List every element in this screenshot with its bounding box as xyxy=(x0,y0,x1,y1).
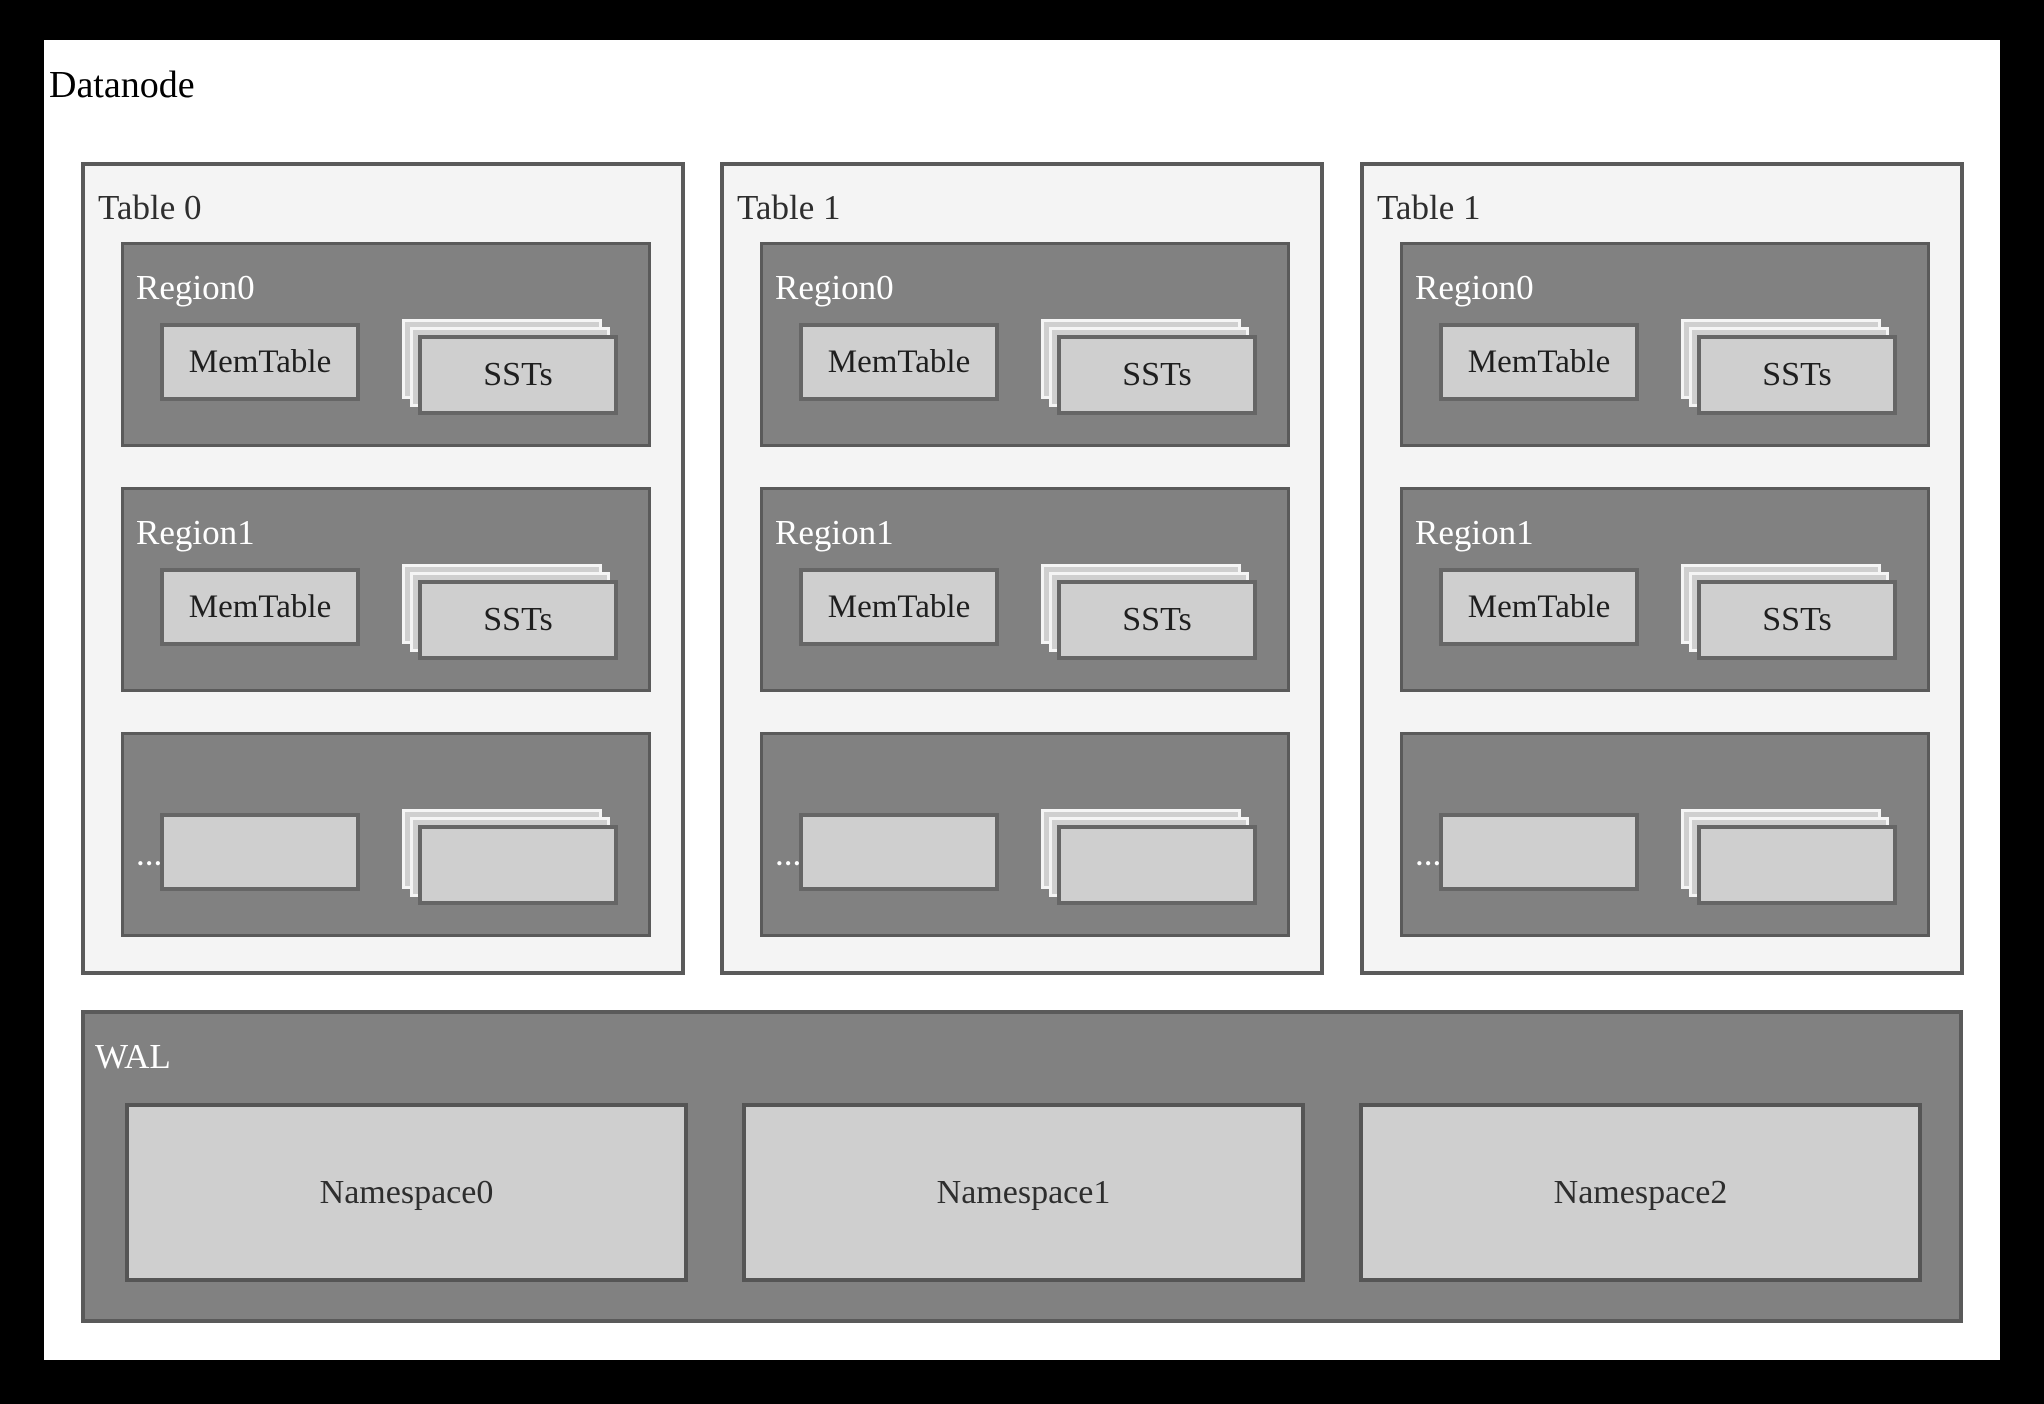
region-box-1: Region1 MemTable SSTs xyxy=(760,487,1290,692)
sst-card-front xyxy=(1697,825,1897,905)
ssts-stack-empty xyxy=(1681,809,1897,905)
region-box-0: Region0 MemTable SSTs xyxy=(121,242,651,447)
memtable-box-empty xyxy=(160,813,360,891)
ssts-stack: SSTs xyxy=(402,319,618,415)
region-box-more: ... xyxy=(760,732,1290,937)
region-label: Region1 xyxy=(136,513,255,552)
sst-card-front xyxy=(418,825,618,905)
ssts-stack-empty xyxy=(1041,809,1257,905)
table-label: Table 1 xyxy=(737,188,841,227)
memtable-box: MemTable xyxy=(1439,568,1639,646)
namespace-box-1: Namespace1 xyxy=(742,1103,1305,1282)
region-label: Region1 xyxy=(1415,513,1534,552)
datanode-canvas: Datanode Table 0 Region0 MemTable SSTs R… xyxy=(44,40,2000,1360)
ssts-stack: SSTs xyxy=(1041,319,1257,415)
region-label: Region0 xyxy=(775,268,894,307)
table-box-0: Table 0 Region0 MemTable SSTs Region1 Me… xyxy=(81,162,685,975)
sst-card-front: SSTs xyxy=(418,335,618,415)
wal-box: WAL Namespace0 Namespace1 Namespace2 xyxy=(81,1010,1963,1323)
memtable-box: MemTable xyxy=(799,323,999,401)
sst-card-front: SSTs xyxy=(1057,335,1257,415)
table-box-1: Table 1 Region0 MemTable SSTs Region1 Me… xyxy=(720,162,1324,975)
region-label-ellipsis: ... xyxy=(775,834,802,873)
ssts-stack: SSTs xyxy=(402,564,618,660)
ssts-stack: SSTs xyxy=(1041,564,1257,660)
region-box-more: ... xyxy=(121,732,651,937)
namespace-box-0: Namespace0 xyxy=(125,1103,688,1282)
ssts-stack: SSTs xyxy=(1681,564,1897,660)
ssts-stack: SSTs xyxy=(1681,319,1897,415)
region-box-1: Region1 MemTable SSTs xyxy=(121,487,651,692)
region-label: Region1 xyxy=(775,513,894,552)
region-label-ellipsis: ... xyxy=(136,834,163,873)
table-label: Table 0 xyxy=(98,188,202,227)
memtable-box: MemTable xyxy=(799,568,999,646)
memtable-box-empty xyxy=(1439,813,1639,891)
memtable-box: MemTable xyxy=(160,323,360,401)
table-box-2: Table 1 Region0 MemTable SSTs Region1 Me… xyxy=(1360,162,1964,975)
region-box-more: ... xyxy=(1400,732,1930,937)
memtable-box-empty xyxy=(799,813,999,891)
region-label-ellipsis: ... xyxy=(1415,834,1442,873)
region-box-0: Region0 MemTable SSTs xyxy=(760,242,1290,447)
sst-card-front: SSTs xyxy=(1057,580,1257,660)
memtable-box: MemTable xyxy=(1439,323,1639,401)
wal-label: WAL xyxy=(95,1037,171,1076)
table-label: Table 1 xyxy=(1377,188,1481,227)
region-label: Region0 xyxy=(1415,268,1534,307)
ssts-stack-empty xyxy=(402,809,618,905)
sst-card-front: SSTs xyxy=(418,580,618,660)
sst-card-front: SSTs xyxy=(1697,580,1897,660)
region-box-1: Region1 MemTable SSTs xyxy=(1400,487,1930,692)
namespace-box-2: Namespace2 xyxy=(1359,1103,1922,1282)
datanode-title: Datanode xyxy=(49,64,195,106)
memtable-box: MemTable xyxy=(160,568,360,646)
region-box-0: Region0 MemTable SSTs xyxy=(1400,242,1930,447)
sst-card-front xyxy=(1057,825,1257,905)
region-label: Region0 xyxy=(136,268,255,307)
sst-card-front: SSTs xyxy=(1697,335,1897,415)
